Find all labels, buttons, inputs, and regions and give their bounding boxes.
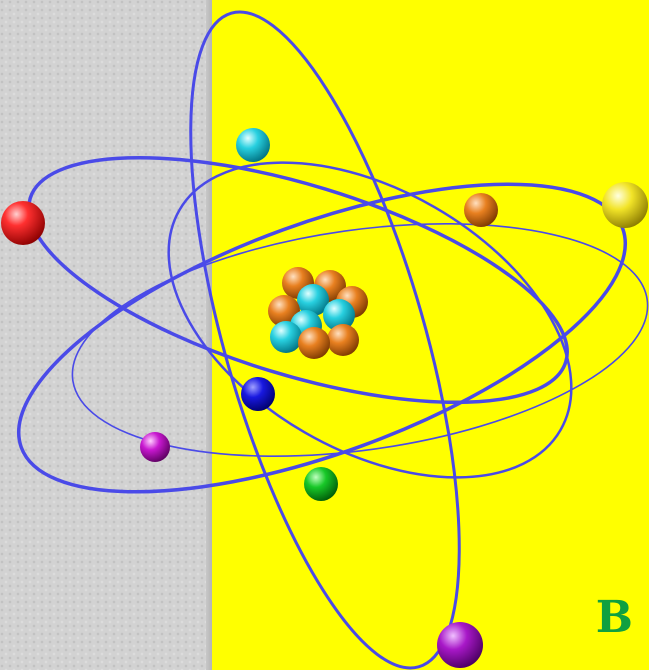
nucleus bbox=[268, 267, 368, 359]
electrons bbox=[1, 128, 648, 668]
panel-divider bbox=[206, 0, 212, 670]
neutron bbox=[323, 299, 355, 331]
green-electron bbox=[304, 467, 338, 501]
magenta-electron bbox=[140, 432, 170, 462]
yellow-electron bbox=[602, 182, 648, 228]
blue-electron bbox=[241, 377, 275, 411]
red-electron bbox=[1, 201, 45, 245]
panel-label: B bbox=[595, 592, 633, 643]
orbit-4 bbox=[71, 223, 649, 457]
orbit-1 bbox=[16, 182, 628, 494]
neutron bbox=[270, 321, 302, 353]
orbit-3 bbox=[189, 10, 461, 670]
orange-electron bbox=[464, 193, 498, 227]
orbit-2 bbox=[27, 155, 569, 405]
proton bbox=[298, 327, 330, 359]
proton bbox=[327, 324, 359, 356]
neutron bbox=[297, 284, 329, 316]
orbit-5 bbox=[167, 161, 573, 479]
cyan-electron bbox=[236, 128, 270, 162]
purple-electron bbox=[437, 622, 483, 668]
